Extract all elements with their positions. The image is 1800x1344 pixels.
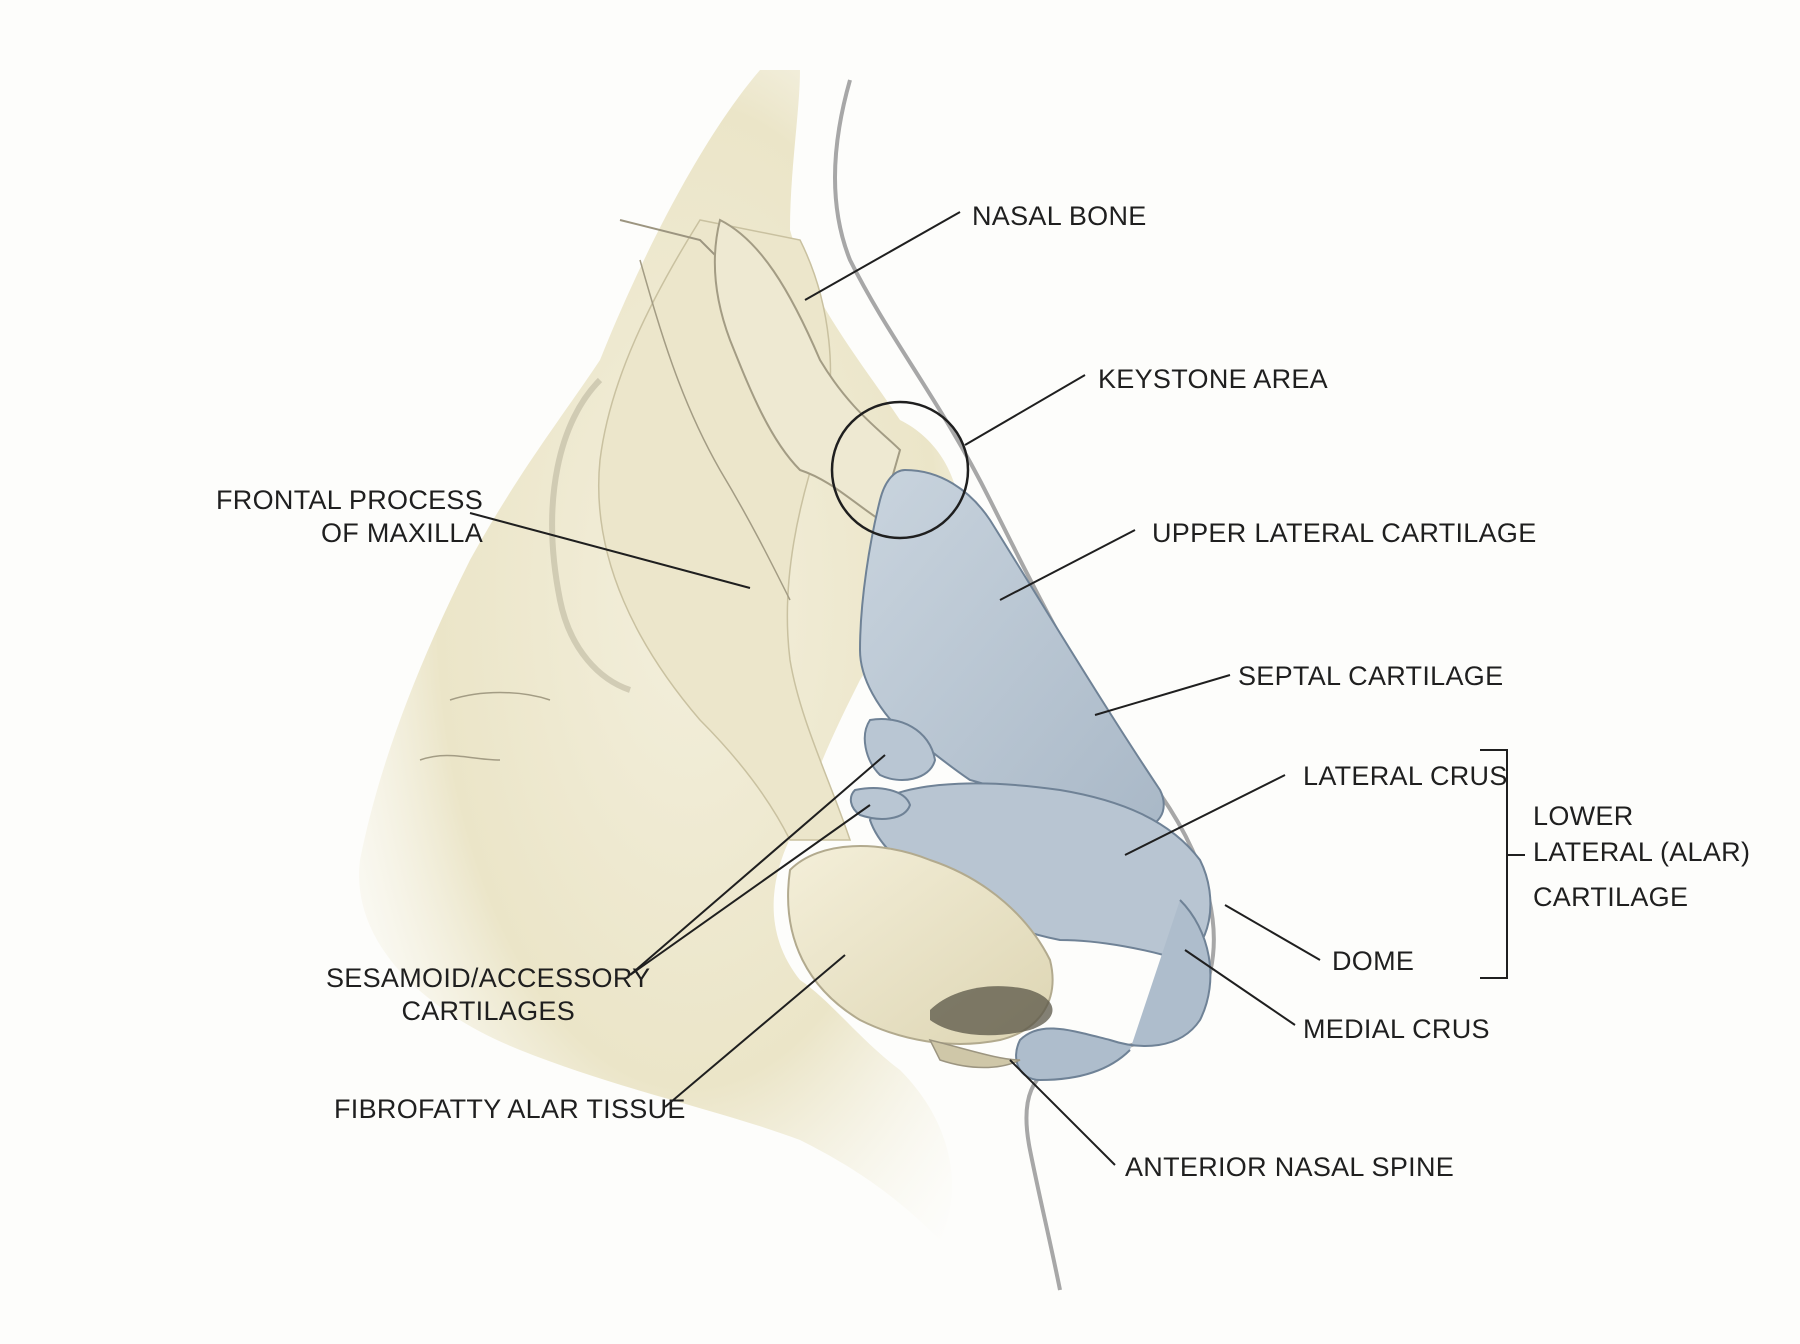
leader-keystone: [964, 374, 1086, 446]
label-fibrofatty-alar-tissue: FIBROFATTY ALAR TISSUE: [334, 1094, 686, 1124]
label-lower-lateral-line3: CARTILAGE: [1533, 881, 1689, 912]
nostril: [930, 986, 1053, 1036]
label-sesamoid-accessory-cartilages: SESAMOID/ACCESSORY CARTILAGES: [326, 962, 650, 1028]
label-lateral-crus: LATERAL CRUS: [1303, 761, 1508, 791]
label-frontal-process-line1: FRONTAL PROCESS: [216, 485, 484, 515]
label-lower-lateral-line2: LATERAL (ALAR): [1533, 837, 1751, 868]
leader-dome: [1224, 904, 1321, 961]
skin-profile-outline: [833, 79, 1216, 1291]
label-upper-lateral-cartilage: UPPER LATERAL CARTILAGE: [1152, 518, 1537, 548]
label-anterior-nasal-spine: ANTERIOR NASAL SPINE: [1125, 1152, 1455, 1182]
lower-lateral-bracket: [1480, 749, 1508, 979]
label-lower-lateral-cartilage: LOWER LATERAL (ALAR) CARTILAGE: [1533, 798, 1750, 915]
label-lower-lateral-line1: LOWER: [1533, 801, 1634, 831]
label-sesamoid-line1: SESAMOID/ACCESSORY: [326, 963, 651, 993]
leader-frontal-process: [469, 512, 751, 589]
leader-sesamoid-2: [629, 804, 871, 976]
bone-suture-line: [419, 691, 551, 761]
label-frontal-process-of-maxilla: FRONTAL PROCESS OF MAXILLA: [216, 484, 483, 550]
leader-upper-lateral: [999, 529, 1136, 601]
orbit-shadow: [549, 377, 632, 693]
leader-sesamoid-1: [629, 754, 886, 976]
leader-medial-crus: [1184, 949, 1296, 1026]
sesamoid-cartilage-1: [863, 718, 937, 781]
sesamoid-cartilage-2: [849, 787, 912, 820]
leader-fibrofatty: [664, 954, 846, 1108]
leader-septal: [1094, 674, 1231, 716]
label-sesamoid-line2: CARTILAGES: [401, 995, 576, 1026]
leader-nasal-bone: [804, 211, 961, 301]
keystone-area-circle: [830, 400, 970, 540]
label-medial-crus: MEDIAL CRUS: [1303, 1014, 1490, 1044]
bone-fracture-line-2: [639, 259, 791, 601]
leader-lateral-crus: [1124, 774, 1286, 856]
label-septal-cartilage: SEPTAL CARTILAGE: [1238, 661, 1504, 691]
nasal-bone-shape: [713, 218, 902, 522]
label-keystone-area: KEYSTONE AREA: [1098, 364, 1328, 394]
label-dome: DOME: [1332, 946, 1415, 976]
leader-anterior-nasal-spine: [1009, 1059, 1116, 1166]
label-frontal-process-line2: OF MAXILLA: [321, 517, 484, 548]
label-nasal-bone: NASAL BONE: [972, 201, 1147, 231]
leader-lines: [469, 211, 1525, 1166]
dome-medial-crus-shape: [1015, 899, 1212, 1082]
anterior-nasal-spine-shape: [928, 1038, 1021, 1069]
